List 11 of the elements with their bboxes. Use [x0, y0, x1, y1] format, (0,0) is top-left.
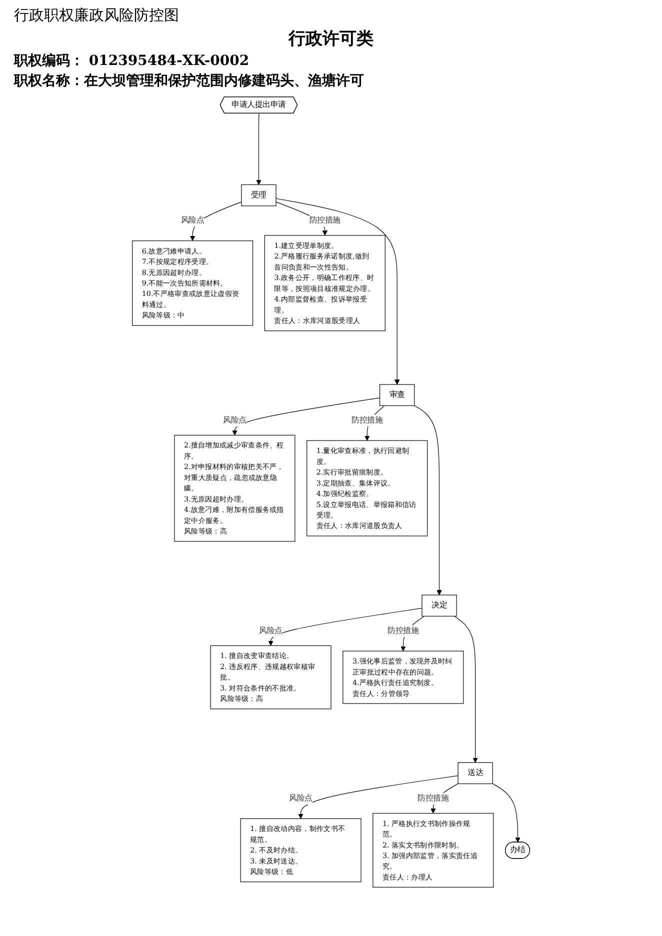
arrow — [492, 783, 520, 843]
arrow — [414, 405, 442, 596]
info-line: 职权名称：在大坝管理和保护范围内修建码头、渔塘许可 — [14, 72, 365, 90]
subtitle: 行政许可类 — [287, 28, 374, 50]
arrow — [268, 608, 422, 646]
diagram-title: 行政职权廉政风险防控图 — [14, 6, 180, 25]
arrow — [454, 616, 478, 763]
info-line: 职权编码： 012395484-XK-0002 — [14, 52, 250, 70]
arrow — [232, 398, 380, 436]
arrow — [190, 202, 242, 242]
arrow — [256, 113, 262, 185]
